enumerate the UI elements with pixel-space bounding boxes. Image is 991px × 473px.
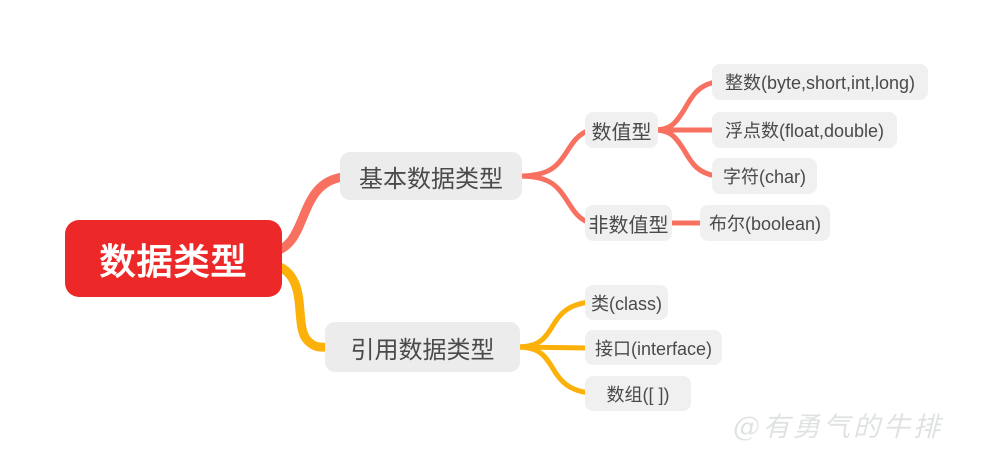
node-interface-leaf[interactable]: 接口(interface) (585, 330, 722, 365)
node-class-leaf[interactable]: 类(class) (585, 285, 668, 320)
connector-reference-class (513, 299, 592, 350)
connector-numeric-integer (651, 79, 719, 133)
node-array-leaf[interactable]: 数组([ ]) (585, 376, 691, 411)
node-numeric-type[interactable]: 数值型 (585, 112, 658, 148)
node-basic-data-types[interactable]: 基本数据类型 (340, 152, 522, 200)
connector-basic-nonnumeric (515, 173, 593, 226)
connector-numeric-char (651, 127, 719, 179)
node-non-numeric-type[interactable]: 非数值型 (585, 205, 672, 241)
connector-root-basic (267, 172, 349, 257)
node-float-leaf[interactable]: 浮点数(float,double) (712, 112, 897, 148)
node-boolean-leaf[interactable]: 布尔(boolean) (700, 205, 830, 241)
node-integer-leaf[interactable]: 整数(byte,short,int,long) (712, 64, 928, 100)
connector-reference-array (513, 344, 592, 396)
node-data-types-root[interactable]: 数据类型 (65, 220, 282, 297)
connector-basic-numeric (515, 127, 593, 179)
connector-root-reference (267, 259, 337, 352)
watermark-text: @有勇气的牛排 (733, 412, 943, 443)
node-char-leaf[interactable]: 字符(char) (712, 158, 817, 194)
node-reference-data-types[interactable]: 引用数据类型 (325, 322, 520, 372)
